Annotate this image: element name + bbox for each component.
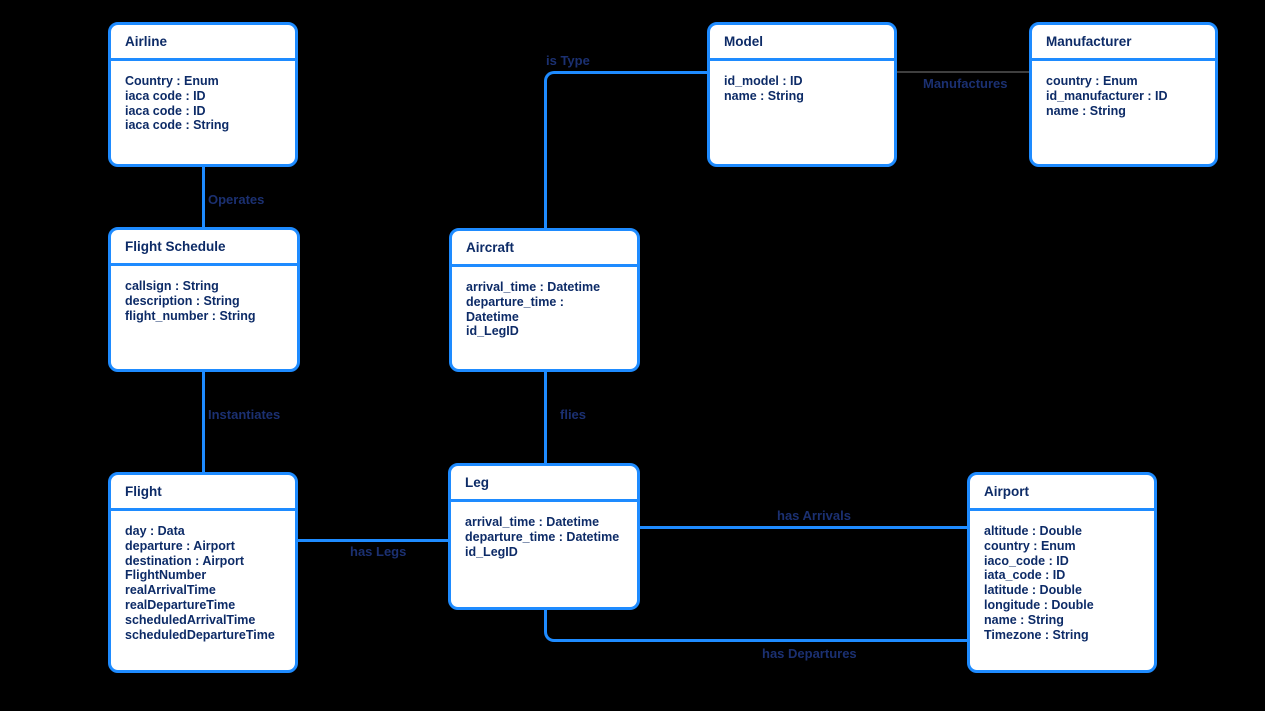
relationship-label-instantiates: Instantiates: [208, 407, 281, 422]
attribute-line: realArrivalTime: [125, 583, 216, 598]
attribute-line: altitude : Double: [984, 524, 1082, 538]
attribute-line: country : Enum: [1046, 74, 1138, 88]
entity-airport-title: Airport: [984, 484, 1029, 499]
attribute-line: arrival_time : Datetime: [465, 515, 600, 529]
entity-airline-title: Airline: [125, 34, 168, 49]
attribute-line: iata_code : ID: [984, 568, 1066, 583]
connector-is-type[interactable]: [544, 71, 708, 229]
attribute-line: Timezone : String: [984, 627, 1089, 642]
attribute-line: id_manufacturer : ID: [1046, 88, 1168, 103]
attribute-line: scheduledArrivalTime: [125, 612, 256, 627]
entity-divider: [111, 58, 295, 61]
connector-instantiates[interactable]: [202, 371, 205, 473]
entity-manufacturer-title: Manufacturer: [1046, 34, 1132, 49]
connector-has-arrivals[interactable]: [640, 526, 968, 529]
attribute-line: longitude : Double: [984, 597, 1094, 612]
relationship-label-flies: flies: [560, 407, 587, 422]
relationship-label-manufactures: Manufactures: [923, 76, 1008, 91]
attribute-line: name : String: [1046, 103, 1126, 118]
attribute-line: id_LegID: [466, 324, 519, 339]
entity-divider: [970, 508, 1154, 511]
entity-flight-schedule-title: Flight Schedule: [125, 239, 226, 254]
connector-manufactures[interactable]: [897, 71, 1030, 73]
attribute-line: iaca code : String: [125, 118, 230, 133]
attribute-line: arrival_time : Datetime: [466, 280, 601, 294]
attribute-line: departure_time : Datetime: [465, 529, 620, 544]
attribute-line: realDepartureTime: [125, 597, 236, 612]
relationship-label-has-departures: has Departures: [762, 646, 857, 661]
attribute-line: iaca code : ID: [125, 88, 206, 103]
entity-divider: [1032, 58, 1215, 61]
attribute-line: scheduledDepartureTime: [125, 627, 275, 642]
attribute-line: id_model : ID: [724, 74, 803, 88]
relationship-label-has-arrivals: has Arrivals: [777, 508, 851, 523]
entity-divider: [451, 499, 637, 502]
attribute-line: Datetime: [466, 309, 519, 324]
attribute-line: flight_number : String: [125, 308, 256, 323]
relationship-label-has-legs: has Legs: [350, 544, 407, 559]
entity-divider: [111, 508, 295, 511]
entity-divider: [111, 263, 297, 266]
attribute-line: country : Enum: [984, 538, 1076, 553]
attribute-line: name : String: [724, 88, 804, 103]
connector-operates[interactable]: [202, 166, 205, 228]
relationship-label-operates: Operates: [208, 192, 265, 207]
attribute-line: iaco_code : ID: [984, 553, 1069, 568]
entity-flight-title: Flight: [125, 484, 162, 499]
attribute-line: name : String: [984, 612, 1064, 627]
attribute-line: description : String: [125, 293, 240, 308]
attribute-line: latitude : Double: [984, 583, 1082, 598]
attribute-line: callsign : String: [125, 279, 219, 293]
entity-leg-title: Leg: [465, 475, 490, 490]
attribute-line: day : Data: [125, 524, 185, 538]
entity-divider: [710, 58, 894, 61]
attribute-line: Country : Enum: [125, 74, 219, 88]
entity-model-title: Model: [724, 34, 763, 49]
connector-has-legs[interactable]: [298, 539, 449, 542]
connector-has-departures[interactable]: [544, 609, 968, 642]
entity-aircraft-title: Aircraft: [466, 240, 515, 255]
connector-flies[interactable]: [544, 371, 547, 464]
attribute-line: iaca code : ID: [125, 103, 206, 118]
attribute-line: departure_time :: [466, 294, 564, 309]
attribute-line: id_LegID: [465, 544, 518, 559]
entity-divider: [452, 264, 637, 267]
relationship-label-is-type: is Type: [546, 53, 590, 68]
attribute-line: FlightNumber: [125, 568, 207, 583]
attribute-line: departure : Airport: [125, 538, 235, 553]
attribute-line: destination : Airport: [125, 553, 244, 568]
